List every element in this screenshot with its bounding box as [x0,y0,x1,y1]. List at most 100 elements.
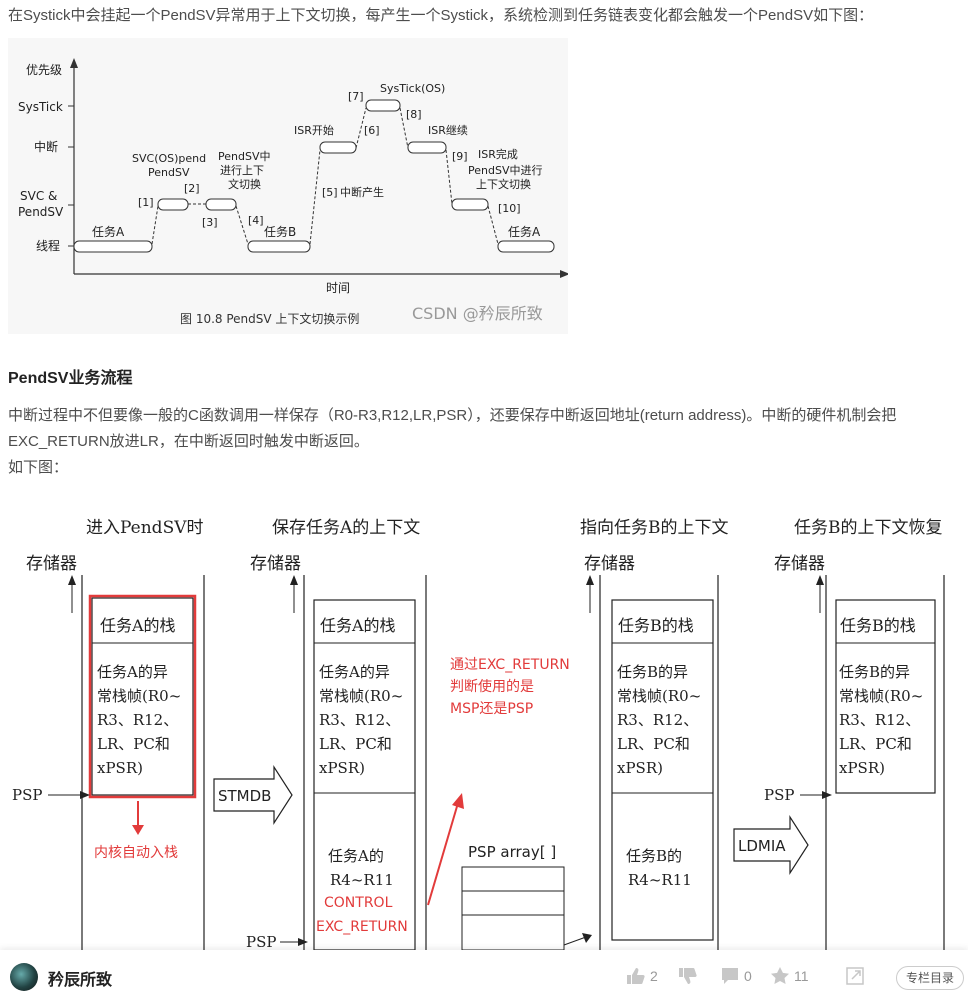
header-enter-pendsv: 进入PendSV时 [86,518,204,538]
stmdb-label: STMDB [218,787,271,805]
psp-label-1: PSP [12,786,42,804]
catalog-button[interactable]: 专栏目录 [896,966,964,990]
body-paragraph-line-1: 中断过程中不但要像一般的C函数调用一样保存（R0-R3,R12,LR,PSR），… [8,407,897,424]
comment-button[interactable]: 0 [720,967,752,985]
frameA-2-line-1: 任务A的异 [319,663,390,681]
regsB-line-2: R4~R11 [628,871,692,889]
comment-icon [722,968,738,984]
label-taskA-1: 任务A [92,224,125,239]
label-pendsv-b-1: PendSV中进行 [468,164,542,177]
frameA-1-line-3: R3、R12、 [97,711,178,729]
thumbs-up-icon [627,968,645,984]
frameA-2-line-5: xPSR) [319,759,365,777]
label-taskA-2: 任务A [508,224,541,239]
y-axis-title: 优先级 [26,63,62,77]
frameB-2-line-2: 常栈帧(R0~ [839,687,923,705]
memory-label-4: 存储器 [774,554,825,574]
label-isr-done: ISR完成 [478,147,518,161]
pendsv-stack-flow-figure: 进入PendSV时 保存任务A的上下文 指向任务B的上下文 任务B的上下文恢复 … [0,495,968,950]
memory-label-1: 存储器 [26,554,77,574]
note-auto-push: 内核自动入栈 [94,845,178,861]
label-svc: SVC(OS)pend [132,152,206,165]
frameA-2-line-2: 常栈帧(R0~ [319,687,403,705]
step-5: [5] [322,186,338,199]
frameB-2-line-4: LR、PC和 [839,735,912,753]
share-icon [846,967,864,985]
author-avatar[interactable] [10,963,38,991]
exc-return-label: EXC_RETURN [316,919,408,935]
y-level-svc: SVC & [20,189,57,203]
frameB-1-line-1: 任务B的异 [617,663,688,681]
step-8: [8] [406,108,422,121]
psp-label-2: PSP [246,933,276,950]
frameB-1-line-3: R3、R12、 [617,711,698,729]
pendsv-context-switch-figure: 优先级 时间 SysTick 中断 SVC & PendSV 线程 任务A SV… [8,38,568,334]
stackB-title-2: 任务B的栈 [840,616,916,635]
comment-count: 0 [744,968,752,984]
label-isr-start: ISR开始 [294,123,334,137]
share-button[interactable] [846,967,866,985]
header-point-taskB: 指向任务B的上下文 [580,518,729,538]
header-restore-taskB: 任务B的上下文恢复 [794,518,943,538]
regsA-line-2: R4~R11 [330,871,394,889]
body-paragraph-line-2: EXC_RETURN放进LR，在中断返回时触发中断返回。 [8,433,369,450]
regsB-line-1: 任务B的 [626,847,682,865]
frameA-1-line-4: LR、PC和 [97,735,170,753]
step-3: [3] [202,216,218,229]
author-name[interactable]: 矜辰所致 [48,972,113,989]
label-taskB: 任务B [264,224,296,239]
stackB-title-1: 任务B的栈 [618,616,694,635]
stackA-title-1: 任务A的栈 [100,616,176,635]
y-level-interrupt: 中断 [34,139,58,154]
label-pendsv-1: PendSV中 [218,150,270,163]
favorite-count: 11 [794,968,809,984]
like-button[interactable]: 2 [626,967,658,985]
like-count: 2 [650,968,658,984]
note-exc-3: MSP还是PSP [450,701,533,717]
intro-text: 在Systick中会挂起一个PendSV异常用于上下文切换，每产生一个Systi… [8,7,874,24]
step-4: [4] [248,214,264,227]
note-exc-2: 判断使用的是 [450,678,534,695]
note-exc-1: 通过EXC_RETURN [450,657,570,673]
frameA-1-line-5: xPSR) [97,759,143,777]
label-pendsv-2: 进行上下 [220,164,264,177]
memory-label-2: 存储器 [250,554,301,574]
author-action-bar: 矜辰所致 2 0 11 专栏目录 [0,950,968,1000]
step-6: [6] [364,124,380,137]
label-pendsv-b-2: 上下文切换 [476,177,531,191]
x-axis-title: 时间 [326,281,350,295]
label-int-gen: 中断产生 [340,185,384,199]
stackA-title-2: 任务A的栈 [320,616,396,635]
label-systick: SysTick(OS) [380,82,445,95]
label-isr-cont: ISR继续 [428,123,468,137]
frameA-2-line-3: R3、R12、 [319,711,400,729]
psp-array-label: PSP array[ ] [468,843,556,861]
thumbs-down-icon [679,968,697,984]
frameB-1-line-2: 常栈帧(R0~ [617,687,701,705]
csdn-watermark: CSDN @矜辰所致 [412,304,543,323]
frameA-1-line-2: 常栈帧(R0~ [97,687,181,705]
ldmia-label: LDMIA [738,837,786,855]
frameA-1-line-1: 任务A的异 [97,663,168,681]
frameB-2-line-1: 任务B的异 [839,663,910,681]
figure-caption: 图 10.8 PendSV 上下文切换示例 [180,311,359,326]
step-7: [7] [348,90,364,103]
header-save-taskA: 保存任务A的上下文 [272,518,420,538]
step-9: [9] [452,150,468,163]
frameA-2-line-4: LR、PC和 [319,735,392,753]
frameB-2-line-5: xPSR) [839,759,885,777]
favorite-button[interactable]: 11 [770,967,809,985]
step-1: [1] [138,196,154,209]
regsA-line-1: 任务A的 [328,847,384,865]
y-level-pendsv: PendSV [18,205,64,219]
star-icon [771,967,789,984]
label-pendsv-3: 文切换 [228,177,261,191]
step-2: [2] [184,182,200,195]
frameB-1-line-5: xPSR) [617,759,663,777]
y-level-systick: SysTick [18,100,63,114]
frameB-1-line-4: LR、PC和 [617,735,690,753]
psp-label-3: PSP [764,786,794,804]
control-label: CONTROL [324,895,393,911]
body-paragraph-line-3: 如下图： [8,459,69,476]
dislike-button[interactable] [678,967,698,985]
